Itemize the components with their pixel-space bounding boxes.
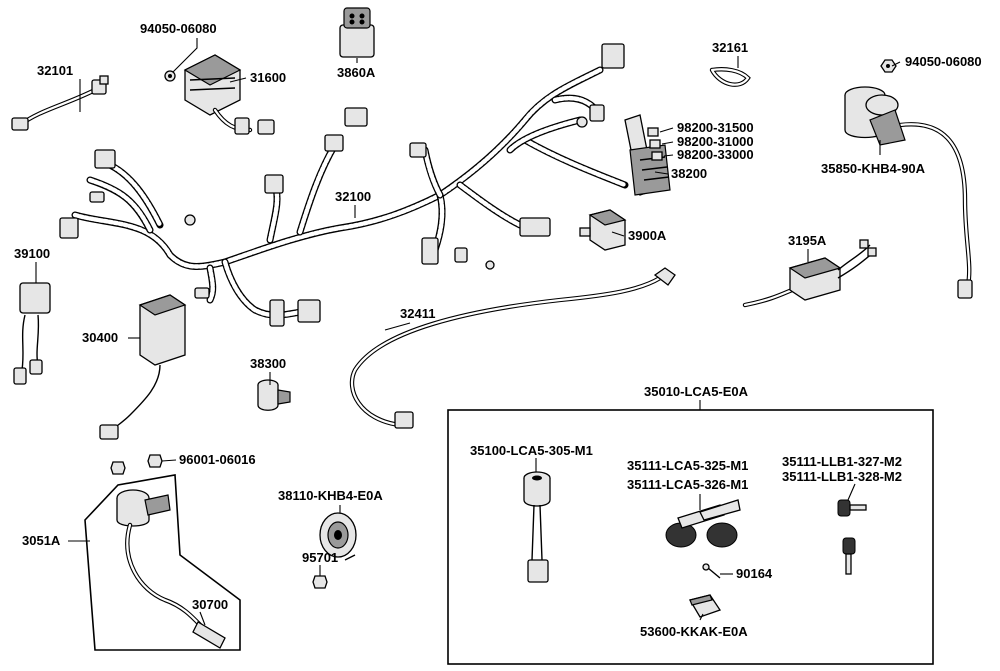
label-35111-llb1-328-m2: 35111-LLB1-328-M2 — [782, 469, 902, 484]
keys-35111-LLB1 — [837, 499, 867, 575]
label-30400: 30400 — [82, 330, 118, 345]
sensor-wire-32101 — [11, 75, 109, 131]
relay-39100 — [13, 282, 51, 385]
label-32100: 32100 — [335, 189, 371, 204]
label-35850-khb4-90a: 35850-KHB4-90A — [821, 161, 926, 176]
keys-35111-LCA5 — [665, 499, 741, 548]
label-94050-06080-right: 94050-06080 — [905, 54, 982, 69]
fuse-box-38200 — [624, 114, 671, 196]
cdi-unit-30400 — [99, 294, 187, 440]
label-38300: 38300 — [250, 356, 286, 371]
label-3051a: 3051A — [22, 533, 61, 548]
regulator-31600 — [183, 54, 275, 135]
horn-38110 — [319, 512, 357, 561]
label-98200-31000: 98200-31000 — [677, 134, 754, 149]
label-3900A: 3900A — [628, 228, 667, 243]
wire-32411 — [349, 267, 676, 429]
label-30700: 30700 — [192, 597, 228, 612]
label-32161: 32161 — [712, 40, 748, 55]
label-31600: 31600 — [250, 70, 286, 85]
nut-94050-06080-left — [164, 70, 176, 82]
label-98200-31500: 98200-31500 — [677, 120, 754, 135]
seat-lock-53600 — [688, 594, 722, 618]
label-32101: 32101 — [37, 63, 73, 78]
label-38110-khb4-e0a: 38110-KHB4-E0A — [278, 488, 383, 503]
bolt-95701 — [312, 575, 328, 589]
label-32411: 32411 — [400, 306, 435, 321]
ignition-coil-group-3051A — [84, 474, 241, 651]
key-cylinder-35100 — [523, 471, 551, 583]
bolts-96001-06016 — [110, 454, 163, 475]
label-90164: 90164 — [736, 566, 773, 581]
label-3195A: 3195A — [788, 233, 827, 248]
label-96001-06016: 96001-06016 — [179, 452, 256, 467]
label-35100-lca5-305-m1: 35100-LCA5-305-M1 — [470, 443, 593, 458]
relay-3900A — [579, 209, 627, 251]
ignition-switch-35850 — [844, 59, 973, 299]
key-set-box-35010 — [447, 409, 934, 665]
label-35111-lca5-326-m1: 35111-LCA5-326-M1 — [627, 477, 748, 492]
label-35010-lca5-e0a: 35010-LCA5-E0A — [644, 384, 749, 399]
cable-band-32161 — [709, 67, 751, 87]
buzzer-38300 — [257, 379, 291, 411]
label-39100: 39100 — [14, 246, 50, 261]
label-38200: 38200 — [671, 166, 707, 181]
screw-90164 — [702, 563, 721, 579]
label-35111-llb1-327-m2: 35111-LLB1-327-M2 — [782, 454, 902, 469]
label-53600-kkak-e0a: 53600-KKAK-E0A — [640, 624, 748, 639]
label-98200-33000: 98200-33000 — [677, 147, 754, 162]
label-95701: 95701 — [302, 550, 338, 565]
label-94050-06080-left: 94050-06080 — [140, 21, 217, 36]
leader-lines — [35, 38, 901, 626]
label-35111-lca5-325-m1: 35111-LCA5-325-M1 — [627, 458, 748, 473]
main-wire-harness — [71, 66, 629, 319]
relay-3195A — [742, 239, 877, 308]
relay-3860A — [339, 7, 375, 58]
label-3860A: 3860A — [337, 65, 376, 80]
harness-connectors — [59, 43, 625, 327]
